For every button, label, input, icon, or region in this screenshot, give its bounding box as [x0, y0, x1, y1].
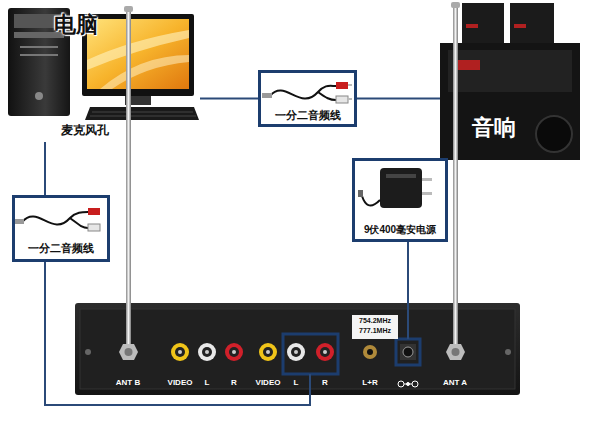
node-text: R [322, 378, 328, 387]
audio-wire [357, 98, 440, 100]
node-text: 麦克风孔 [60, 124, 110, 138]
node-text: R [231, 378, 237, 387]
speaker: 音响 [440, 3, 580, 160]
node-text: 一分二音频线 [27, 242, 95, 255]
frequency-label: 777.1MHz [359, 327, 391, 335]
node-text: L+R [362, 378, 377, 387]
node-text: 电脑 [54, 12, 98, 37]
node-text: VIDEO [168, 378, 193, 387]
antenna-drawing [119, 2, 465, 360]
audio-cable-box: 一分二音频线 [258, 70, 357, 127]
node-text: 一分二音频线 [274, 109, 342, 122]
node-text: 音响 [472, 115, 516, 140]
node-text: ANT A [443, 378, 467, 387]
power-adapter-drawing [358, 168, 432, 208]
audio-wire [200, 98, 258, 100]
audio-cable-drawing [262, 82, 352, 103]
frequency-label: 754.2MHz [359, 317, 391, 325]
receiver-panel: ANT B VIDEO L R VIDEO L R L+R ANT A [75, 305, 520, 395]
audio-wire [45, 262, 310, 405]
audio-wire [407, 242, 409, 305]
speaker-drawing [440, 3, 580, 160]
node-text: L [294, 378, 299, 387]
node-text: 9伏400毫安电源 [363, 224, 437, 236]
node-text: ANT B [116, 378, 140, 387]
computer-drawing [8, 8, 199, 120]
node-text: L [205, 378, 210, 387]
audio-cable-box: 一分二音频线 [12, 195, 110, 262]
computer: 电脑麦克风孔 [0, 0, 200, 142]
audio-wire [44, 142, 46, 195]
power-adapter-box: 9伏400毫安电源 [352, 158, 448, 242]
audio-cable-drawing [15, 208, 100, 231]
node-text: VIDEO [256, 378, 281, 387]
